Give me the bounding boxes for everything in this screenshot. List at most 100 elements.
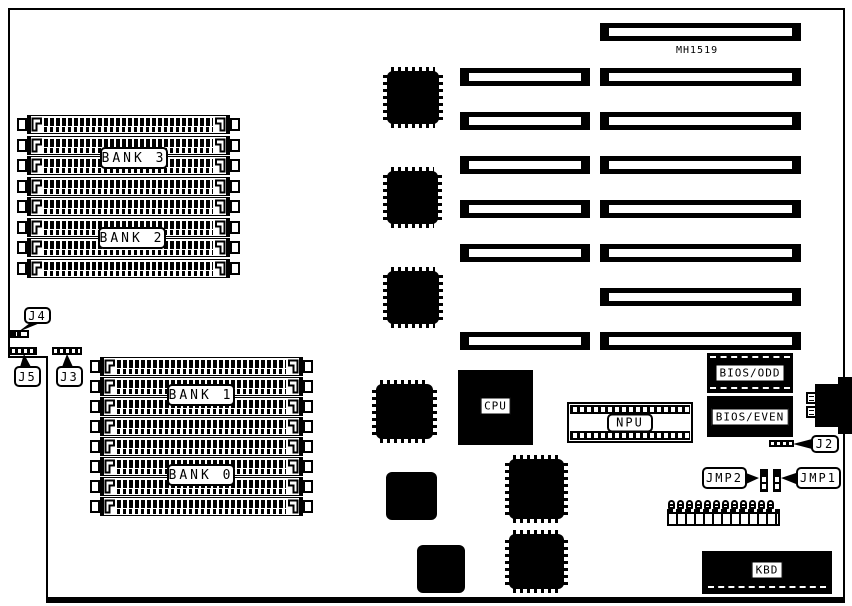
simm-latch (31, 240, 42, 255)
jmp1-label: JMP1 (796, 467, 841, 489)
j5-label: J5 (14, 366, 41, 387)
simm-latch (104, 379, 115, 394)
simm-latch (215, 117, 226, 132)
simm-socket (17, 259, 240, 278)
cpu-label: CPU (480, 397, 511, 415)
bios-odd-label: BIOS/ODD (715, 364, 785, 382)
simm-latch (104, 499, 115, 514)
qfp-chip (383, 267, 443, 328)
expansion-slot (600, 23, 801, 41)
expansion-slot (600, 200, 801, 218)
simm-latch (288, 459, 299, 474)
expansion-slot (460, 200, 590, 218)
j5-jumper (10, 347, 37, 355)
simm-pins (117, 419, 286, 435)
j3-label-tail (62, 354, 73, 367)
kbd-label: KBD (751, 561, 783, 579)
j3-jumper (52, 347, 82, 355)
j2-label-tail (793, 439, 812, 449)
expansion-slot (460, 244, 590, 262)
simm-socket (90, 357, 313, 376)
expansion-slot (460, 68, 590, 86)
bios-even-label: BIOS/EVEN (711, 408, 789, 425)
bank3-label: BANK 3 (100, 147, 168, 169)
simm-latch (31, 261, 42, 276)
j4-label: J4 (24, 307, 51, 324)
simm-latch (104, 359, 115, 374)
simm-latch (31, 220, 42, 235)
jmp2-jumper (760, 469, 768, 492)
simm-latch (288, 419, 299, 434)
qfp-chip (372, 380, 437, 443)
jmp2-label: JMP2 (702, 467, 747, 489)
simm-latch (215, 220, 226, 235)
simm-latch (104, 419, 115, 434)
bank0-label: BANK 0 (167, 464, 235, 486)
simm-pins (117, 439, 286, 455)
jmp2-label-tail (746, 473, 759, 484)
simm-latch (31, 179, 42, 194)
qfp-chip (383, 67, 443, 128)
simm-latch (31, 117, 42, 132)
cpu-chip: CPU (458, 370, 533, 445)
simm-socket (17, 177, 240, 196)
simm-latch (104, 439, 115, 454)
qfp-chip (383, 167, 442, 228)
simm-pins (44, 199, 213, 215)
kbd-connector: KBD (702, 551, 832, 594)
simm-latch (215, 179, 226, 194)
simm-socket (17, 156, 240, 175)
simm-pins (117, 359, 286, 375)
din-pin-lower (806, 406, 817, 418)
simm-latch (215, 199, 226, 214)
simm-latch (288, 439, 299, 454)
simm-socket (17, 115, 240, 134)
expansion-slot (600, 156, 801, 174)
power-connector (667, 500, 780, 526)
simm-pins (44, 261, 213, 277)
bios-even-chip: BIOS/EVEN (707, 396, 793, 437)
board-edge-top (8, 8, 845, 10)
simm-latch (31, 158, 42, 173)
board-edge-bottom (46, 597, 845, 603)
board-edge-notch-v (46, 356, 48, 599)
j3-label: J3 (56, 366, 83, 387)
simm-latch (288, 479, 299, 494)
expansion-slot (600, 68, 801, 86)
expansion-slot (460, 112, 590, 130)
simm-pins (44, 117, 213, 133)
simm-socket (90, 497, 313, 516)
simm-socket (90, 437, 313, 456)
din-pin-upper (806, 392, 817, 404)
simm-latch (215, 138, 226, 153)
board-edge-notch-h (8, 356, 48, 358)
simm-latch (104, 479, 115, 494)
j2-jumper (769, 440, 794, 447)
simm-latch (215, 240, 226, 255)
expansion-slot (600, 112, 801, 130)
simm-socket (17, 197, 240, 216)
board-edge-left (8, 8, 10, 358)
simm-latch (288, 359, 299, 374)
expansion-slot (460, 332, 590, 350)
board-model-text: MH1519 (676, 45, 719, 56)
jmp1-jumper (773, 469, 781, 492)
simm-latch (288, 379, 299, 394)
npu-label: NPU (607, 413, 653, 432)
keyboard-din-connector-ext (838, 377, 852, 434)
bank2-label: BANK 2 (98, 227, 166, 249)
bank1-label: BANK 1 (167, 384, 235, 406)
j2-label: J2 (811, 435, 839, 453)
expansion-slot (600, 288, 801, 306)
simm-pins (117, 499, 286, 515)
simm-latch (31, 138, 42, 153)
simm-latch (104, 459, 115, 474)
ic-chip (417, 545, 465, 593)
simm-pins (44, 179, 213, 195)
simm-latch (288, 499, 299, 514)
simm-latch (215, 261, 226, 276)
npu-chip: NPU (567, 402, 693, 443)
ic-chip (386, 472, 437, 520)
simm-latch (288, 399, 299, 414)
j4-label-tail (18, 323, 40, 332)
